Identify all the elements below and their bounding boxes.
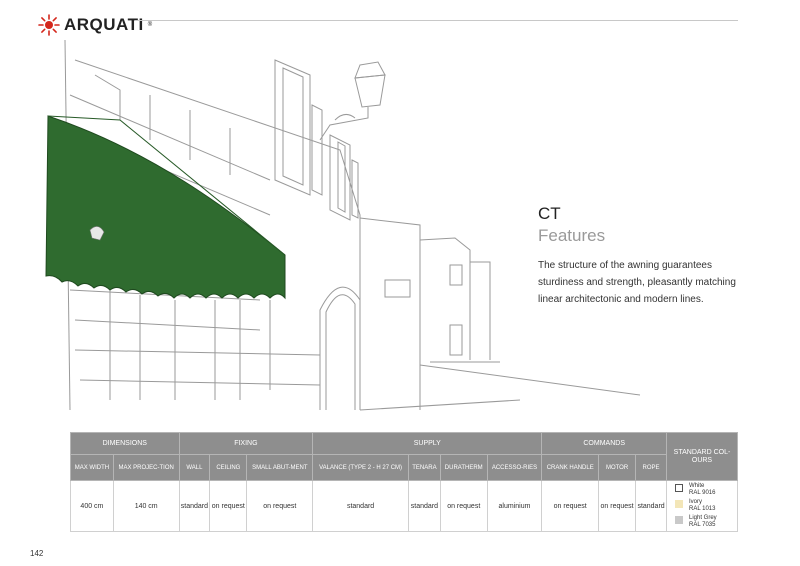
brand-name: ARQUATI [64, 15, 144, 34]
column-header-max-width: MAX WIDTH [70, 454, 114, 481]
specification-table: DIMENSIONS FIXING SUPPLY COMMANDS STANDA… [70, 432, 738, 532]
product-title: CT [538, 204, 561, 223]
cell-duratherm: on request [439, 480, 488, 532]
colour-name: White [689, 483, 705, 489]
colour-swatch-ivory [675, 500, 683, 508]
group-header-standard-colours: STANDARD COL-OURS [666, 432, 738, 481]
column-header-ceiling: CEILING [209, 454, 248, 481]
awning-illustration [45, 39, 641, 411]
colour-code: RAL 1013 [689, 505, 716, 512]
cell-accessories: aluminium [486, 480, 543, 532]
header-rule [135, 20, 738, 21]
colour-swatch-white [675, 484, 683, 492]
cell-motor: on request [598, 480, 637, 532]
awning-canopy [45, 115, 286, 300]
column-header-accessories: ACCESSO-RIES [486, 454, 543, 481]
cell-small-abutment: on request [246, 480, 314, 532]
cell-max-projection: 140 cm [112, 480, 180, 532]
colour-swatch-row: White RAL 9016 [675, 483, 737, 496]
brand-logo: ARQUATI® [38, 14, 152, 36]
colour-swatch-row: Light Grey RAL 7035 [675, 515, 737, 528]
column-header-max-projection: MAX PROJEC-TION [112, 454, 180, 481]
column-header-duratherm: DURATHERM [439, 454, 488, 481]
colour-code: RAL 9016 [689, 489, 716, 496]
group-header-supply: SUPPLY [312, 432, 543, 455]
cell-ceiling: on request [209, 480, 248, 532]
table-row: 400 cm 140 cm standard on request on req… [70, 480, 738, 532]
group-header-fixing: FIXING [178, 432, 314, 455]
cell-valance: standard [312, 480, 409, 532]
column-header-motor: MOTOR [598, 454, 637, 481]
cell-wall: standard [178, 480, 211, 532]
registered-mark: ® [147, 22, 153, 28]
product-description: The structure of the awning guarantees s… [538, 260, 736, 305]
colour-code: RAL 7035 [689, 521, 716, 528]
sun-logo-icon [38, 14, 60, 36]
column-header-valance: VALANCE (Type 2 - h 27 cm) [312, 454, 409, 481]
group-header-dimensions: DIMENSIONS [70, 432, 180, 455]
cell-rope: standard [635, 480, 667, 532]
column-header-wall: WALL [178, 454, 211, 481]
cell-standard-colours: White RAL 9016 Ivory RAL 1013 Light Grey… [666, 480, 738, 532]
colour-swatch-row: Ivory RAL 1013 [675, 499, 737, 512]
column-header-crank-handle: CRANK HANDLE [541, 454, 600, 481]
cell-max-width: 400 cm [70, 480, 114, 532]
column-header-tenara: TENARA [407, 454, 441, 481]
cell-tenara: standard [407, 480, 441, 532]
page-number: 142 [30, 549, 44, 558]
cell-crank-handle: on request [541, 480, 600, 532]
column-header-rope: ROPE [635, 454, 667, 481]
colour-name: Ivory [689, 499, 703, 505]
column-header-small-abutment: SMALL ABUT-MENT [246, 454, 314, 481]
colour-name: Light Grey [689, 515, 717, 521]
product-subtitle: Features [538, 226, 606, 245]
colour-swatch-light-grey [675, 516, 683, 524]
group-header-commands: COMMANDS [541, 432, 667, 455]
